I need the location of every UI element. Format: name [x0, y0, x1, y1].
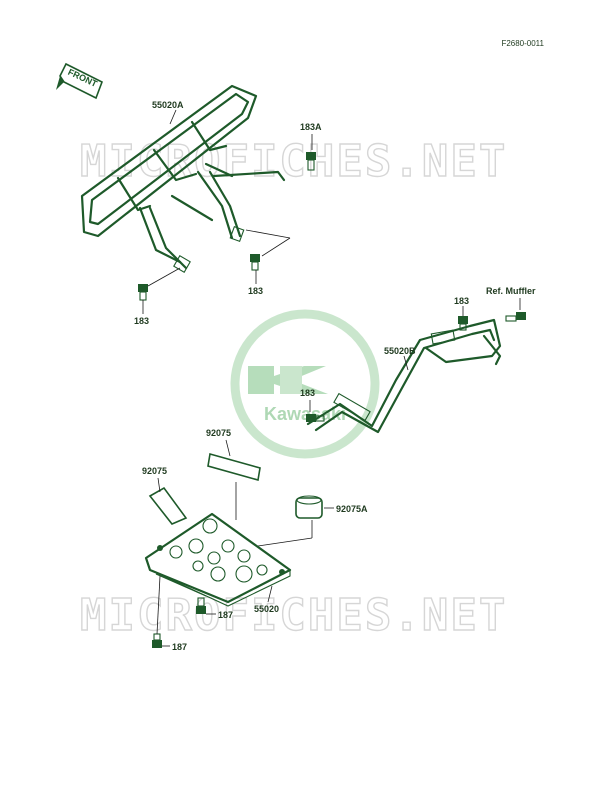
label-front-carrier: 55020B	[384, 346, 416, 356]
label-pad-left: 92075	[142, 466, 167, 476]
front-carrier-55020b	[306, 318, 502, 434]
front-arrow-icon: FRONT	[56, 62, 104, 100]
watermark-bottom: MICROFICHES.NET	[80, 590, 507, 641]
label-bolt-187-a: 187	[218, 610, 233, 620]
rear-carrier-55020a	[80, 84, 286, 273]
label-bolt-183a: 183A	[300, 122, 322, 132]
bolt-183-mid-icon	[250, 254, 260, 271]
label-ref-muffler: Ref. Muffler	[486, 286, 536, 296]
pad-92075a-round	[295, 495, 323, 519]
kawasaki-logo: Kawasaki	[230, 309, 380, 459]
label-bolt-183-left: 183	[134, 316, 149, 326]
label-pad-top: 92075	[206, 428, 231, 438]
label-bolt-183-front-left: 183	[300, 388, 315, 398]
label-skid-plate: 55020	[254, 604, 279, 614]
figure-code: F2680-0011	[501, 39, 544, 48]
bolt-187-a-icon	[196, 597, 206, 614]
label-bolt-187-b: 187	[172, 642, 187, 652]
pad-92075-left	[148, 486, 188, 525]
bolt-183-left-icon	[138, 284, 148, 301]
bolt-183-front-top-icon	[458, 316, 468, 331]
skid-plate-55020	[144, 512, 292, 607]
label-bolt-183-mid: 183	[248, 286, 263, 296]
muffler-bolt-icon	[505, 312, 526, 322]
bolt-183-front-left-icon	[306, 414, 325, 422]
pad-92075-top	[207, 452, 261, 482]
label-pad-round: 92075A	[336, 504, 368, 514]
bolt-183a-icon	[306, 152, 316, 171]
kawasaki-logo-text: Kawasaki	[264, 404, 346, 424]
label-rear-carrier: 55020A	[152, 100, 184, 110]
label-bolt-183-front-top: 183	[454, 296, 469, 306]
watermark-top: MICROFICHES.NET	[80, 136, 507, 187]
